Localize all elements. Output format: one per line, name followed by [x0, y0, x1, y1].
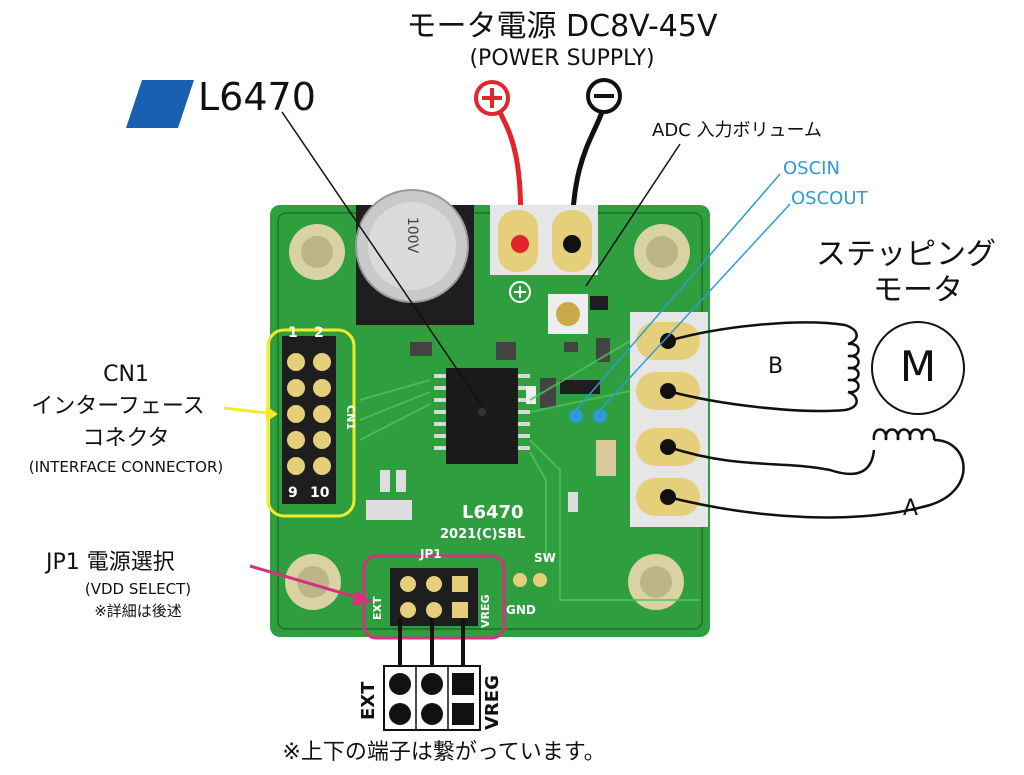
footer-note: ※上下の端子は繋がっています。	[282, 740, 606, 765]
motor-label-line1: ステッピング	[816, 237, 996, 272]
silk-cn1: CN1	[343, 405, 357, 430]
cn1-header	[282, 336, 336, 504]
power-subtitle: (POWER SUPPLY)	[469, 46, 655, 71]
cn1-label-line1: CN1	[103, 362, 149, 387]
coil-a-label: A	[903, 496, 919, 521]
silk-sw: SW	[534, 551, 556, 565]
capacitor-marking: 100V	[404, 216, 421, 254]
oscin-leader-line	[575, 173, 781, 411]
motor-symbol-label: M	[899, 342, 937, 391]
oscout-label: OSCOUT	[791, 188, 868, 209]
cn1-label-line4: (INTERFACE CONNECTOR)	[28, 458, 224, 476]
jp1-arrow	[249, 564, 367, 602]
jp1-title: JP1 電源選択	[46, 550, 175, 575]
silk-copyright: 2021(C)SBL	[440, 527, 526, 542]
jp1-subtitle: (VDD SELECT)	[84, 580, 192, 598]
silk-l6470: L6470	[462, 502, 524, 523]
jumper-ext-label: EXT	[358, 681, 379, 720]
power-title: モータ電源 DC8V-45V	[406, 9, 718, 44]
adc-label: ADC 入力ボリューム	[652, 120, 822, 141]
silk-ext: EXT	[371, 596, 384, 621]
jp1-note: ※詳細は後述	[94, 602, 182, 620]
motor-label-line2: モータ	[873, 273, 963, 308]
jp1-schematic	[383, 618, 481, 731]
adc-potentiometer	[548, 294, 608, 334]
silk-jp1: JP1	[420, 547, 442, 561]
mounting-hole	[634, 224, 690, 280]
st-logo	[126, 80, 194, 128]
silk-gnd: GND	[506, 603, 536, 617]
l6470-leader-line	[281, 111, 483, 407]
cn1-highlight	[266, 328, 356, 518]
mounting-hole	[628, 554, 684, 610]
chip-name-label: L6470	[198, 75, 316, 119]
silk-vreg: VREG	[479, 594, 492, 628]
cn1-label-line2: インターフェース	[31, 394, 205, 419]
silk-pin2: 2	[314, 325, 324, 341]
motor-wiring	[667, 321, 965, 519]
cn1-label-line3: コネクタ	[82, 426, 170, 451]
l6470-ic	[434, 368, 530, 464]
coil-b-label: B	[768, 354, 784, 379]
mounting-hole	[285, 554, 341, 610]
oscout-leader-line	[599, 203, 791, 411]
silk-pin1: 1	[288, 325, 298, 341]
jp1-header	[390, 568, 478, 626]
jumper-vreg-label: VREG	[482, 675, 503, 730]
adc-leader-line	[585, 143, 681, 287]
electrolytic-capacitor	[355, 189, 474, 325]
silk-pin9: 9	[288, 485, 298, 501]
silk-pin10: 10	[310, 485, 330, 501]
motor-symbol-circle	[871, 321, 965, 415]
mounting-hole	[289, 224, 345, 280]
oscin-label: OSCIN	[783, 158, 840, 179]
